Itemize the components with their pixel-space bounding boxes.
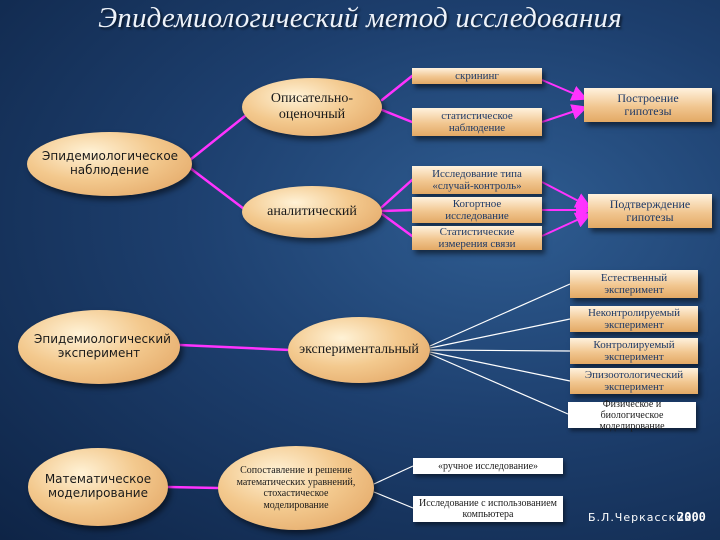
- link-comparison-manual: [373, 465, 414, 485]
- box-epizootological-experiment: Эпизоотологический эксперимент: [570, 368, 698, 394]
- link-comparison-computer: [373, 491, 414, 509]
- link-analytical-casecontrol: [380, 178, 414, 209]
- node-epidemiological-observation: Эпидемиологическое наблюдение: [27, 132, 192, 196]
- box-hypothesis-building: Построение гипотезы: [584, 88, 712, 122]
- node-epidemiological-experiment: Эпидемиологический эксперимент: [18, 310, 180, 384]
- box-natural-experiment: Естественный эксперимент: [570, 270, 698, 298]
- node-comparison: Сопоставление и решение математических у…: [218, 446, 374, 530]
- box-hypothesis-confirm: Подтверждение гипотезы: [588, 194, 712, 228]
- link-experimental-controlled: [429, 349, 571, 352]
- node-math-modeling: Математическое моделирование: [28, 448, 168, 526]
- link-observation-descriptive: [188, 106, 257, 162]
- node-analytical: аналитический: [242, 186, 382, 238]
- link-math-comparison: [166, 485, 220, 490]
- arrow-statobs-hypothesis: [541, 104, 588, 123]
- box-physical-bio-modeling: Физическое и биологическое моделирование: [568, 399, 696, 432]
- arrow-screening-hypothesis: [541, 79, 588, 101]
- link-analytical-statmeasure: [380, 212, 414, 238]
- box-uncontrolled-experiment: Неконтролируемый эксперимент: [570, 306, 698, 332]
- page-title: Эпидемиологический метод исследования: [98, 2, 622, 34]
- arrow-casecontrol-confirm: [541, 181, 592, 208]
- box-cohort: Когортное исследование: [412, 197, 542, 223]
- link-descriptive-statobs: [380, 108, 414, 124]
- box-controlled-experiment: Контролируемый эксперимент: [570, 338, 698, 364]
- box-manual-research: «ручное исследование»: [413, 458, 563, 474]
- link-analytical-cohort: [380, 208, 414, 213]
- link-experimental-natural: [429, 283, 571, 347]
- box-case-control: Исследование типа «случай-контроль»: [412, 166, 542, 194]
- node-descriptive: Описательно-оценочный: [242, 78, 382, 136]
- node-experimental: экспериментальный: [288, 317, 430, 383]
- box-statistical-measure: Статистические измерения связи: [412, 226, 542, 250]
- link-descriptive-screening: [380, 74, 414, 102]
- link-experiment-experimental: [178, 343, 292, 352]
- box-statistical-observation: статистическое наблюдение: [412, 108, 542, 136]
- year-label: 2000: [677, 510, 706, 524]
- box-computer-research: Исследование с использованием компьютера: [413, 496, 563, 522]
- link-experimental-uncontrolled: [429, 318, 571, 349]
- author-credit: Б.Л.Черкасский,: [588, 511, 698, 524]
- link-experimental-modeling: [429, 353, 569, 415]
- arrow-statmeasure-confirm: [541, 212, 592, 237]
- link-observation-analytical: [188, 166, 250, 214]
- box-screening: скрининг: [412, 68, 542, 84]
- link-experimental-epizootological: [429, 351, 571, 382]
